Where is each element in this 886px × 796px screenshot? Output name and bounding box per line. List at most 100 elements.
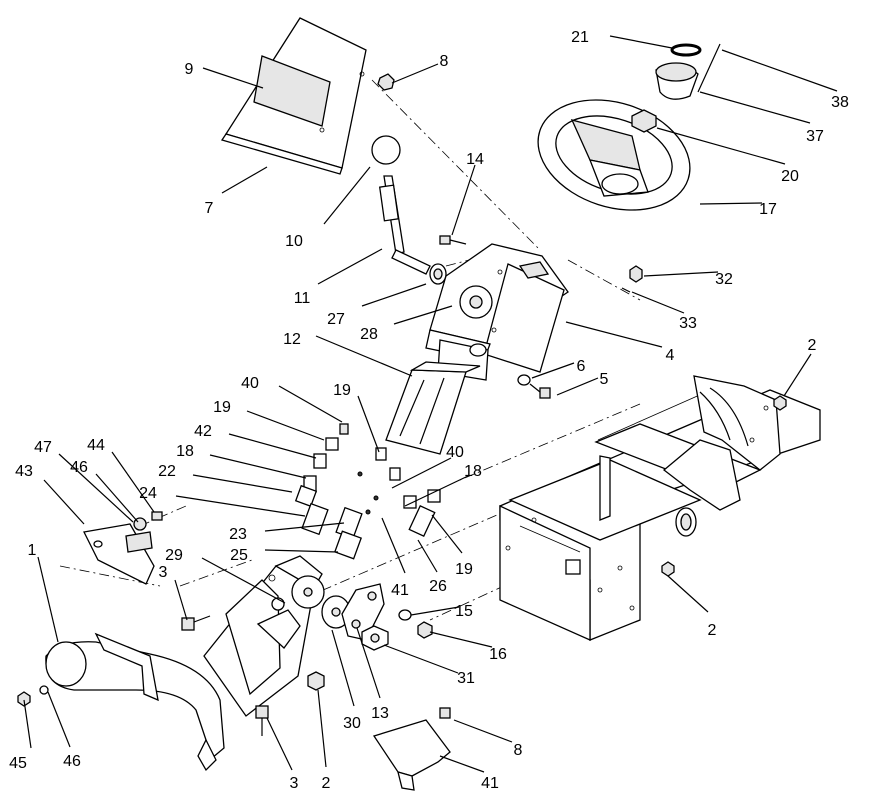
callout-c-18b: 18 bbox=[464, 463, 482, 480]
callout-c-11: 11 bbox=[294, 290, 311, 307]
leader-c-20 bbox=[656, 127, 786, 165]
nut-32-washer-33 bbox=[621, 265, 643, 293]
leader-c-9 bbox=[202, 67, 264, 89]
callout-c-46a: 46 bbox=[70, 459, 88, 476]
callout-c-45: 45 bbox=[9, 755, 27, 772]
callout-c-15: 15 bbox=[455, 603, 473, 620]
leader-c-46b bbox=[47, 691, 71, 748]
leader-c-47 bbox=[58, 453, 134, 523]
pedal-tube bbox=[45, 632, 225, 772]
callout-c-9: 9 bbox=[185, 61, 194, 78]
leader-c-42 bbox=[228, 433, 317, 459]
callout-c-40a: 40 bbox=[241, 375, 259, 392]
leader-c-37 bbox=[699, 91, 811, 124]
leader-lines bbox=[23, 35, 838, 773]
callout-c-17: 17 bbox=[759, 201, 777, 218]
callout-c-30: 30 bbox=[343, 715, 361, 732]
callout-c-12: 12 bbox=[283, 331, 301, 348]
callout-c-19b: 19 bbox=[213, 399, 231, 416]
leader-c-3a bbox=[174, 579, 188, 621]
leader-c-29 bbox=[201, 557, 286, 604]
callout-c-32: 32 bbox=[715, 271, 733, 288]
callout-c-2c: 2 bbox=[322, 775, 331, 792]
leader-c-1 bbox=[37, 556, 59, 643]
leader-c-18a bbox=[209, 454, 307, 479]
bolt-5-washer-6 bbox=[517, 374, 551, 399]
callout-c-10: 10 bbox=[285, 233, 303, 250]
ring-21 bbox=[670, 43, 702, 57]
leader-c-25 bbox=[264, 549, 339, 553]
plate-41 bbox=[372, 707, 451, 791]
washer-15 bbox=[398, 609, 412, 621]
steering-wheel bbox=[537, 99, 691, 211]
leader-c-14 bbox=[451, 164, 476, 236]
callout-c-8a: 8 bbox=[440, 53, 449, 70]
callout-c-31: 31 bbox=[457, 670, 475, 687]
leader-c-40a bbox=[278, 385, 343, 423]
callout-c-8b: 8 bbox=[514, 742, 523, 759]
callout-c-41b: 41 bbox=[481, 775, 499, 792]
callout-c-28: 28 bbox=[360, 326, 378, 343]
fittings bbox=[294, 423, 441, 560]
nut-20 bbox=[631, 109, 657, 133]
callout-c-2a: 2 bbox=[808, 337, 817, 354]
leader-c-16 bbox=[429, 631, 493, 648]
callout-c-40b: 40 bbox=[446, 444, 464, 461]
callout-c-22: 22 bbox=[158, 463, 176, 480]
leader-c-13 bbox=[356, 627, 381, 699]
leader-c-27 bbox=[361, 283, 427, 307]
pedal-bracket bbox=[203, 555, 325, 717]
cap-37 bbox=[655, 62, 699, 100]
callout-c-43: 43 bbox=[15, 463, 33, 480]
nut-31 bbox=[361, 625, 389, 651]
callout-c-13: 13 bbox=[371, 705, 389, 722]
callout-c-33: 33 bbox=[679, 315, 697, 332]
callout-c-29: 29 bbox=[165, 547, 183, 564]
leader-c-28 bbox=[393, 305, 453, 325]
callout-c-4: 4 bbox=[666, 347, 675, 364]
leader-c-19a bbox=[357, 395, 380, 453]
leader-c-10 bbox=[323, 166, 371, 225]
callout-c-19c: 19 bbox=[455, 561, 473, 578]
callout-c-25: 25 bbox=[230, 547, 248, 564]
leader-c-22 bbox=[192, 474, 293, 493]
leader-c-17 bbox=[699, 202, 763, 205]
leader-c-21 bbox=[609, 35, 673, 49]
callout-c-2b: 2 bbox=[708, 622, 717, 639]
callout-c-7: 7 bbox=[205, 200, 214, 217]
frame bbox=[499, 375, 821, 642]
console-cover bbox=[220, 17, 367, 175]
nut-45-washer-46 bbox=[17, 685, 49, 707]
callout-c-1: 1 bbox=[28, 542, 37, 559]
leader-c-4 bbox=[565, 321, 663, 348]
plate-43 bbox=[83, 511, 163, 585]
bolt-8-top bbox=[377, 73, 395, 91]
leader-c-46a bbox=[95, 473, 139, 523]
bolt-3b bbox=[255, 705, 269, 736]
shift-lever bbox=[371, 135, 447, 285]
callout-c-19a: 19 bbox=[333, 382, 351, 399]
leader-c-30 bbox=[331, 629, 355, 707]
callout-c-5: 5 bbox=[600, 371, 609, 388]
callout-c-20: 20 bbox=[781, 168, 799, 185]
leader-c-11 bbox=[317, 248, 383, 285]
callout-c-41a: 41 bbox=[391, 582, 409, 599]
callout-c-27: 27 bbox=[327, 311, 345, 328]
callout-c-16: 16 bbox=[489, 646, 507, 663]
callout-c-46b: 46 bbox=[63, 753, 81, 770]
screw-38 bbox=[697, 43, 721, 93]
bolt-14 bbox=[439, 235, 467, 245]
leader-c-7 bbox=[221, 166, 268, 194]
leader-c-8a bbox=[391, 63, 439, 84]
leader-c-8b bbox=[453, 719, 513, 743]
leader-c-38 bbox=[721, 49, 838, 92]
callout-c-42: 42 bbox=[194, 423, 212, 440]
nut-16 bbox=[417, 621, 433, 639]
leader-c-15 bbox=[410, 606, 460, 616]
leader-c-5 bbox=[556, 377, 599, 396]
leader-c-43 bbox=[43, 479, 85, 525]
leader-c-2b bbox=[667, 575, 709, 613]
callout-c-47: 47 bbox=[34, 439, 52, 456]
